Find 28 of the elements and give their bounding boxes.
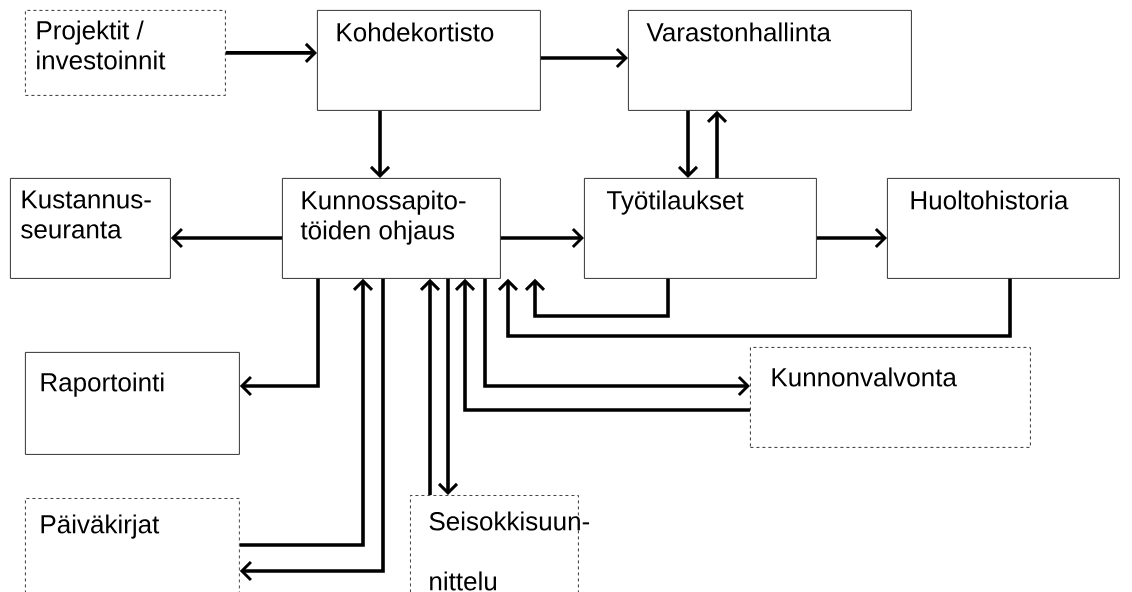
arrow — [524, 278, 670, 318]
process-box: Projektit / investoinnit — [25, 10, 226, 96]
arrow — [454, 278, 750, 412]
process-box: Kunnonvalvonta — [750, 347, 1031, 448]
arrow — [706, 110, 728, 178]
arrow — [369, 110, 391, 178]
process-box: Seisokkisuun- nittelu — [410, 495, 590, 592]
arrow — [540, 47, 628, 69]
arrow — [677, 110, 699, 178]
arrow — [816, 227, 887, 249]
process-box: Huoltohistoria — [887, 178, 1120, 279]
arrow — [239, 278, 385, 582]
arrow — [239, 278, 320, 397]
process-box: Kunnossapito- töiden ohjaus — [282, 178, 501, 279]
arrow — [419, 278, 441, 495]
process-box: Kustannus- seuranta — [10, 178, 171, 279]
arrow — [239, 278, 374, 547]
arrow — [497, 278, 1012, 338]
process-box: Työtilaukset — [584, 178, 817, 279]
arrow — [483, 278, 750, 397]
process-box: Kohdekortisto — [317, 10, 541, 111]
arrow — [500, 227, 584, 249]
arrow — [225, 42, 317, 63]
process-box: Raportointi — [25, 352, 240, 455]
arrow — [170, 227, 282, 249]
process-box: Varastonhallinta — [628, 10, 912, 111]
arrow — [437, 278, 459, 495]
process-box: Päiväkirjat — [25, 498, 240, 592]
